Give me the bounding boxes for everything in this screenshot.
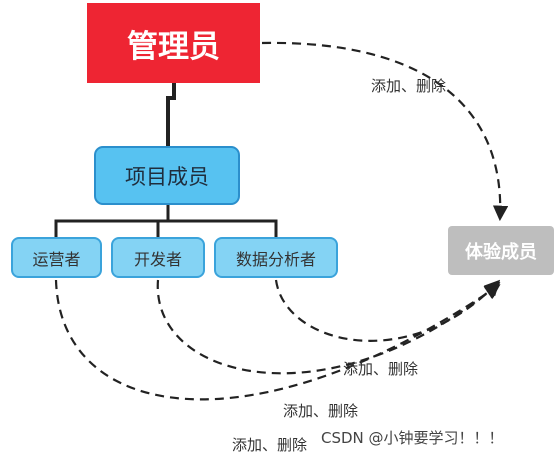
trial-member-node: 体验成员 bbox=[448, 226, 554, 275]
operator-to-trial-arrow bbox=[54, 279, 501, 401]
developer-to-trial-arrow bbox=[156, 279, 501, 375]
admin-edge-label: 添加、删除 bbox=[371, 77, 447, 95]
operator-node: 运营者 bbox=[11, 237, 102, 278]
developer-node: 开发者 bbox=[111, 237, 205, 278]
project-member-node: 项目成员 bbox=[94, 146, 240, 205]
developer-edge-label: 添加、删除 bbox=[283, 402, 359, 420]
admin-to-trial-arrow bbox=[261, 41, 509, 222]
operator-edge-label: 添加、删除 bbox=[232, 436, 308, 454]
project-to-roles-line bbox=[54, 205, 278, 237]
admin-node: 管理员 bbox=[87, 3, 260, 83]
watermark: CSDN @小钟要学习！！！ bbox=[321, 429, 504, 447]
admin-to-project-line bbox=[166, 83, 176, 146]
data-analyst-node: 数据分析者 bbox=[214, 237, 338, 278]
data-analyst-edge-label: 添加、删除 bbox=[343, 360, 419, 378]
data-analyst-to-trial-arrow bbox=[274, 279, 501, 342]
